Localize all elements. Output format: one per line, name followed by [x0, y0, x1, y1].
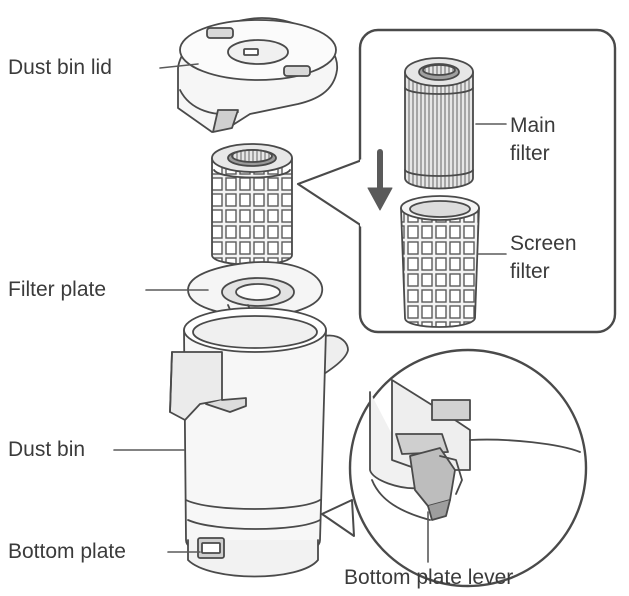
leader-lines: [113, 63, 507, 563]
label-bottom-plate: Bottom plate: [8, 540, 126, 563]
label-main-filter-line1: Main: [510, 114, 556, 137]
lever-inset: [321, 348, 588, 588]
label-bottom-plate-lever: Bottom plate lever: [344, 566, 514, 589]
filter-plate-shape: [187, 261, 323, 317]
label-filter-plate: Filter plate: [8, 278, 107, 301]
filter-assembly-shape: [211, 143, 293, 266]
dust-bin-shape: [169, 307, 349, 578]
label-dust-bin: Dust bin: [8, 438, 86, 461]
label-dust-bin-lid: Dust bin lid: [8, 56, 112, 79]
filters-inset: [296, 28, 617, 334]
dust-bin-lid-shape: [177, 17, 338, 133]
label-screen-filter-line2: filter: [510, 260, 550, 283]
label-screen-filter-line1: Screen: [510, 232, 577, 255]
label-main-filter-line2: filter: [510, 142, 550, 165]
